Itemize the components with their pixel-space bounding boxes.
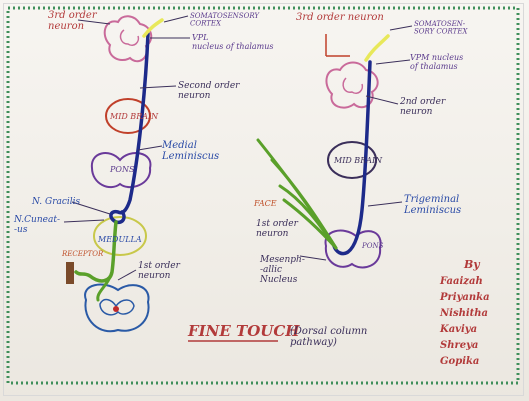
label-line: neuron: [138, 271, 171, 281]
left-first-order-fibre: [74, 220, 118, 283]
left-midbrain-shape: [105, 98, 151, 134]
left-label-arrows: [63, 15, 190, 281]
right-third-order-fibre: [364, 34, 390, 62]
right-label-arrows: [299, 25, 413, 261]
left-third-order-fibre: [142, 18, 164, 38]
right-cortex-label: SOMATOSEN-SORY CORTEX: [414, 20, 468, 36]
label-line: Leminiscus: [403, 205, 461, 216]
n-cuneatus-label: N.Cuneat--us: [13, 215, 60, 235]
label-line: neuron: [48, 21, 84, 32]
label-line: CORTEX: [190, 20, 222, 28]
left-medulla-label: MEDULLA: [97, 235, 142, 244]
left-second-order-fibre: [109, 32, 150, 225]
left-midbrain-label: MID BRAIN: [109, 112, 159, 121]
label-line: SORY CORTEX: [414, 28, 468, 36]
receptor-shape: [66, 262, 74, 284]
label-line: Leminiscus: [161, 151, 219, 162]
label-line: neuron: [178, 91, 211, 101]
right-third-order-label: 3rd order neuron: [296, 12, 384, 23]
right-first-order-fibres: [256, 138, 338, 250]
right-pons-shape: [324, 229, 382, 269]
left-medulla-shape: [93, 216, 147, 256]
right-midbrain-label: MID BRAIN: [333, 156, 383, 165]
label-line: neuron: [256, 229, 289, 239]
author-name: Kaviya: [439, 324, 477, 335]
label-line: -allic: [260, 265, 282, 275]
author-name: Shreya: [440, 340, 478, 351]
left-pons-label: PONS: [109, 165, 135, 174]
label-line: pathway): [290, 337, 337, 348]
n-gracilis-label: N. Gracilis: [31, 197, 81, 207]
left-pons-shape: [90, 152, 152, 189]
authors-by-label: By: [463, 258, 481, 271]
face-label: FACE: [253, 199, 277, 208]
label-line: neuron: [400, 107, 433, 117]
author-name: Nishitha: [439, 308, 488, 319]
photo-frame: [3, 3, 524, 396]
label-line: -us: [14, 225, 28, 235]
author-name: Gopika: [440, 356, 479, 367]
receptor-label: RECEPTOR: [61, 250, 104, 258]
poster-title: FINE TOUCH: [187, 322, 300, 340]
label-line: nucleus of thalamus: [192, 42, 274, 51]
author-name: Priyanka: [439, 292, 490, 303]
left-first-order-branch: [96, 270, 114, 302]
right-pons-label: PONS: [361, 242, 384, 250]
right-midbrain-shape: [327, 141, 377, 179]
left-cortex-drawing: [103, 15, 153, 63]
label-line: Nucleus: [259, 275, 298, 285]
label-line: of thalamus: [410, 62, 458, 71]
right-second-order-fibre: [332, 60, 372, 256]
author-name: Faaizah: [439, 276, 483, 287]
poster-border: [6, 6, 520, 385]
